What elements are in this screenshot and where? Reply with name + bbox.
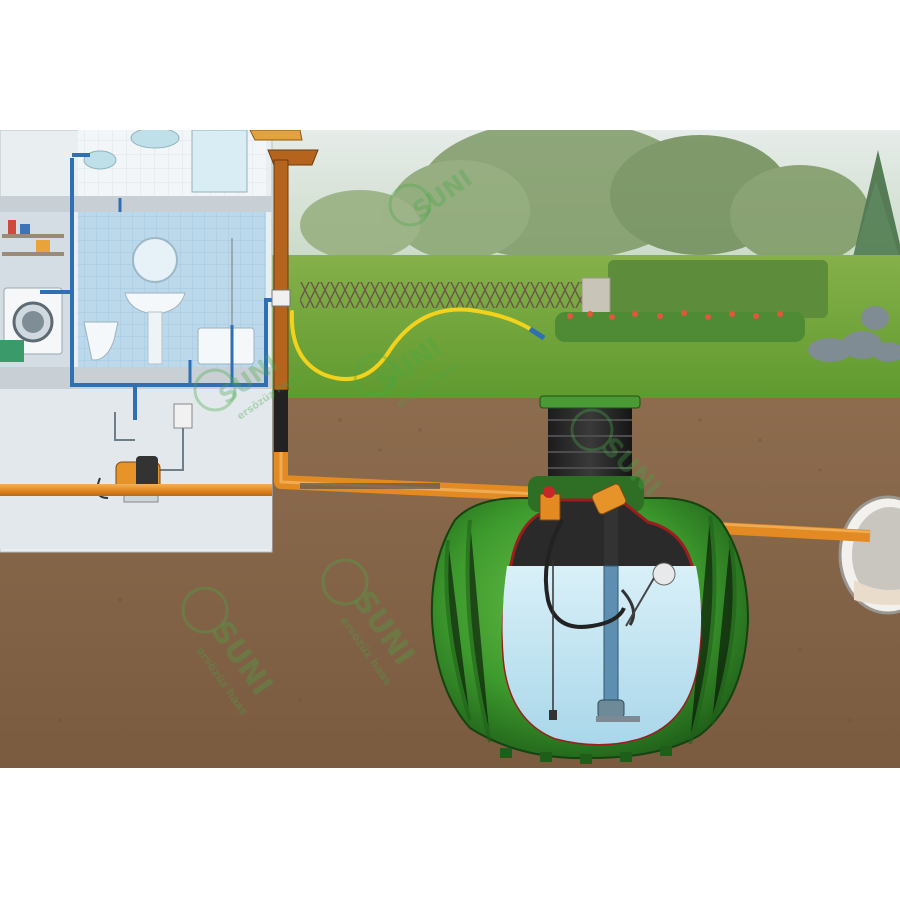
suction-pipe-in-inflow	[300, 483, 440, 489]
flowers	[567, 310, 783, 320]
inlet-cap	[543, 486, 555, 498]
tank-icon	[430, 395, 750, 764]
pipe-icon	[267, 149, 319, 452]
roof-edge	[249, 129, 303, 141]
downpipe-filter	[271, 289, 291, 307]
watermark-logo-icon	[181, 586, 229, 634]
shelf-item	[20, 224, 30, 234]
house	[0, 127, 290, 553]
shelf	[2, 234, 64, 238]
laundry-basket	[0, 340, 24, 362]
downpipe	[273, 159, 289, 391]
overflow-siphon	[591, 483, 627, 515]
stone-pillar	[581, 277, 611, 317]
submersible-pump	[591, 483, 640, 722]
watermark-logo-icon	[388, 183, 432, 227]
garden-fence	[300, 282, 585, 308]
watermark-logo-icon	[321, 558, 369, 606]
tank-lid	[539, 395, 641, 409]
watermark-logo-icon	[570, 408, 614, 452]
level-sensor	[549, 710, 557, 720]
soil-texture	[58, 418, 852, 722]
mirror	[132, 237, 178, 283]
tank-feet	[500, 746, 672, 764]
flower-bed	[555, 312, 805, 342]
watermark-logo-icon	[193, 368, 237, 412]
shower-cabin	[191, 129, 248, 193]
tank-ribs	[444, 515, 737, 745]
bathtub	[197, 327, 255, 365]
upper-toilet	[83, 150, 117, 170]
hose-icon	[289, 307, 537, 382]
water-supply-line	[40, 153, 290, 420]
floor-slab-1	[0, 196, 272, 212]
garden-rocks	[808, 306, 900, 362]
shelf-2	[2, 252, 64, 256]
shelf-item	[8, 220, 16, 234]
tank-suction-hose	[543, 519, 626, 629]
washbasin-pedestal	[147, 311, 163, 365]
water-supply-line-2	[118, 198, 234, 385]
float-icon	[620, 562, 676, 627]
washing-machine-icon	[3, 287, 63, 355]
hedge	[608, 260, 828, 318]
watermark-logo-icon	[353, 353, 397, 397]
watermark	[181, 183, 614, 634]
toilet	[83, 321, 119, 361]
bottom-margin	[0, 768, 900, 900]
top-margin	[0, 0, 900, 130]
downpipe-black	[274, 390, 288, 452]
shelf-item	[36, 240, 50, 252]
hose-nozzle	[528, 326, 546, 341]
upper-sink	[130, 127, 180, 149]
inflow-pipe-shade	[279, 452, 541, 496]
house-inlet-pipe	[0, 484, 272, 496]
